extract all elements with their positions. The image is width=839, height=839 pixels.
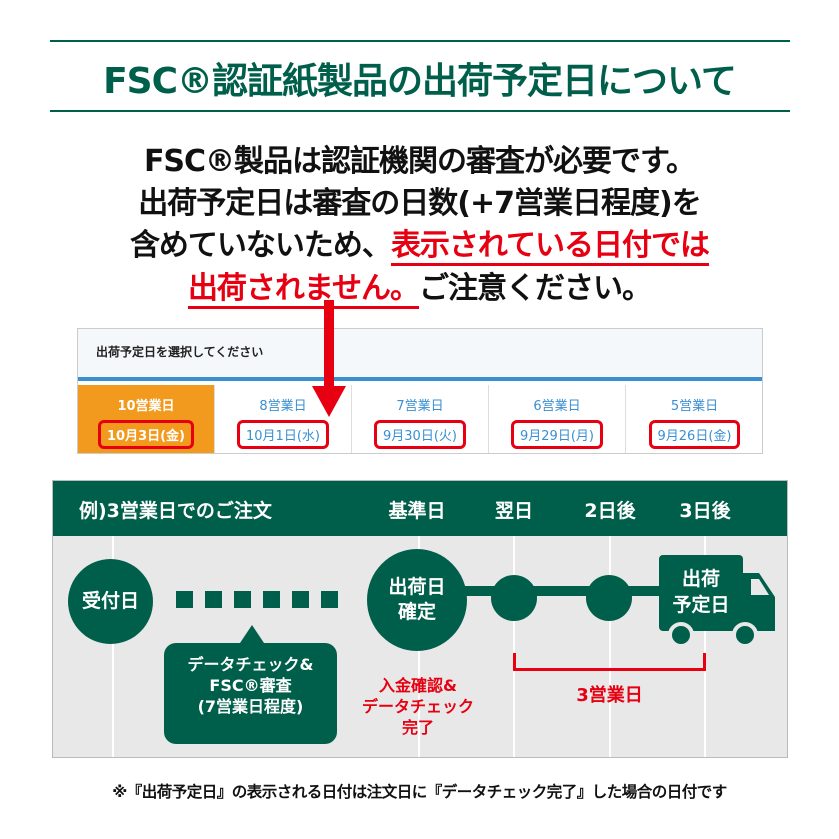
date-option[interactable]: 8営業日 10月1日(水): [215, 385, 352, 453]
ship-date-selector-screenshot: 出荷予定日を選択してください 10営業日 10月3日(金) 8営業日 10月1日(水…: [77, 328, 763, 454]
date-option[interactable]: 10営業日 10月3日(金): [78, 385, 215, 453]
selector-header: 出荷予定日を選択してください: [78, 329, 762, 381]
dotted-step: [263, 591, 280, 608]
grid-line: [513, 536, 515, 757]
truck-label: 出荷予定日: [672, 568, 730, 616]
title-rule: [50, 110, 790, 112]
selector-prompt: 出荷予定日を選択してください: [96, 345, 264, 359]
order-day-label: 受付日: [81, 590, 139, 613]
column-2-days: 2日後: [584, 500, 636, 522]
footnote: ※『出荷予定日』の表示される日付は注文日に『データチェック完了』した場合の日付で…: [112, 783, 727, 801]
dotted-step: [205, 591, 222, 608]
ship-confirm-circle: 出荷日確定: [367, 549, 467, 651]
body-line-1: FSC®製品は認証機関の審査が必要です。: [143, 144, 696, 179]
data-check-bubble: データチェック&FSC®審査(7営業日程度): [164, 625, 337, 744]
body-line-2: 出荷予定日は審査の日数(+7営業日程度)を: [138, 186, 701, 221]
column-3-days: 3日後: [679, 500, 731, 522]
shipping-timeline-diagram: 例)3営業日でのご注文 基準日 翌日 2日後 3日後 受付日 出荷日確定 出荷予…: [52, 480, 788, 758]
date-option[interactable]: 5営業日 9月26日(金): [626, 385, 763, 453]
dotted-step: [234, 591, 251, 608]
body-text: 含めていないため、: [129, 228, 392, 263]
column-next-day: 翌日: [494, 500, 533, 522]
dotted-step: [176, 591, 193, 608]
warning-text: 表示されている日付では: [390, 228, 710, 266]
down-arrow-icon: [312, 300, 346, 417]
option-date: 9月29日(月): [511, 420, 603, 449]
payment-check-note: 入金確認&データチェック完了: [361, 676, 474, 737]
body-text: ご注意ください。: [419, 271, 652, 306]
example-label: 例)3営業日でのご注文: [79, 500, 272, 522]
day-2-dot: [586, 575, 632, 621]
timeline-bar: [417, 586, 717, 596]
option-date: 10月1日(水): [237, 420, 329, 449]
dotted-step: [292, 591, 309, 608]
next-day-dot: [491, 575, 537, 621]
grid-line: [112, 536, 114, 757]
option-date: 10月3日(金): [97, 420, 195, 449]
option-label: 5営業日: [670, 399, 719, 414]
grid-line: [609, 536, 611, 757]
truck-icon: [659, 555, 775, 648]
body-line-3: 含めていないため、表示されている日付では: [0, 220, 839, 266]
timeline-header: 例)3営業日でのご注文 基準日 翌日 2日後 3日後: [53, 481, 787, 536]
option-date: 9月26日(金): [648, 420, 741, 449]
ship-confirm-label: 出荷日確定: [388, 576, 446, 623]
grid-line: [704, 536, 706, 757]
date-option[interactable]: 6営業日 9月29日(月): [489, 385, 626, 453]
body-line-4: 出荷されません。ご注意ください。: [0, 263, 839, 309]
option-label: 6営業日: [533, 399, 581, 414]
page-title: FSC®認証紙製品の出荷予定日について: [103, 61, 737, 102]
order-day-circle: 受付日: [68, 559, 153, 644]
dotted-step: [321, 591, 338, 608]
column-base-day: 基準日: [388, 500, 446, 522]
date-option[interactable]: 7営業日 9月30日(火): [352, 385, 489, 453]
span-bracket: [513, 653, 706, 671]
option-label: 10営業日: [117, 399, 175, 414]
option-date: 9月30日(火): [374, 420, 466, 449]
span-label: 3営業日: [576, 685, 643, 706]
option-label: 8営業日: [259, 399, 307, 414]
top-rule: [50, 40, 790, 42]
option-label: 7営業日: [396, 399, 444, 414]
warning-text: 出荷されません。: [187, 271, 420, 309]
